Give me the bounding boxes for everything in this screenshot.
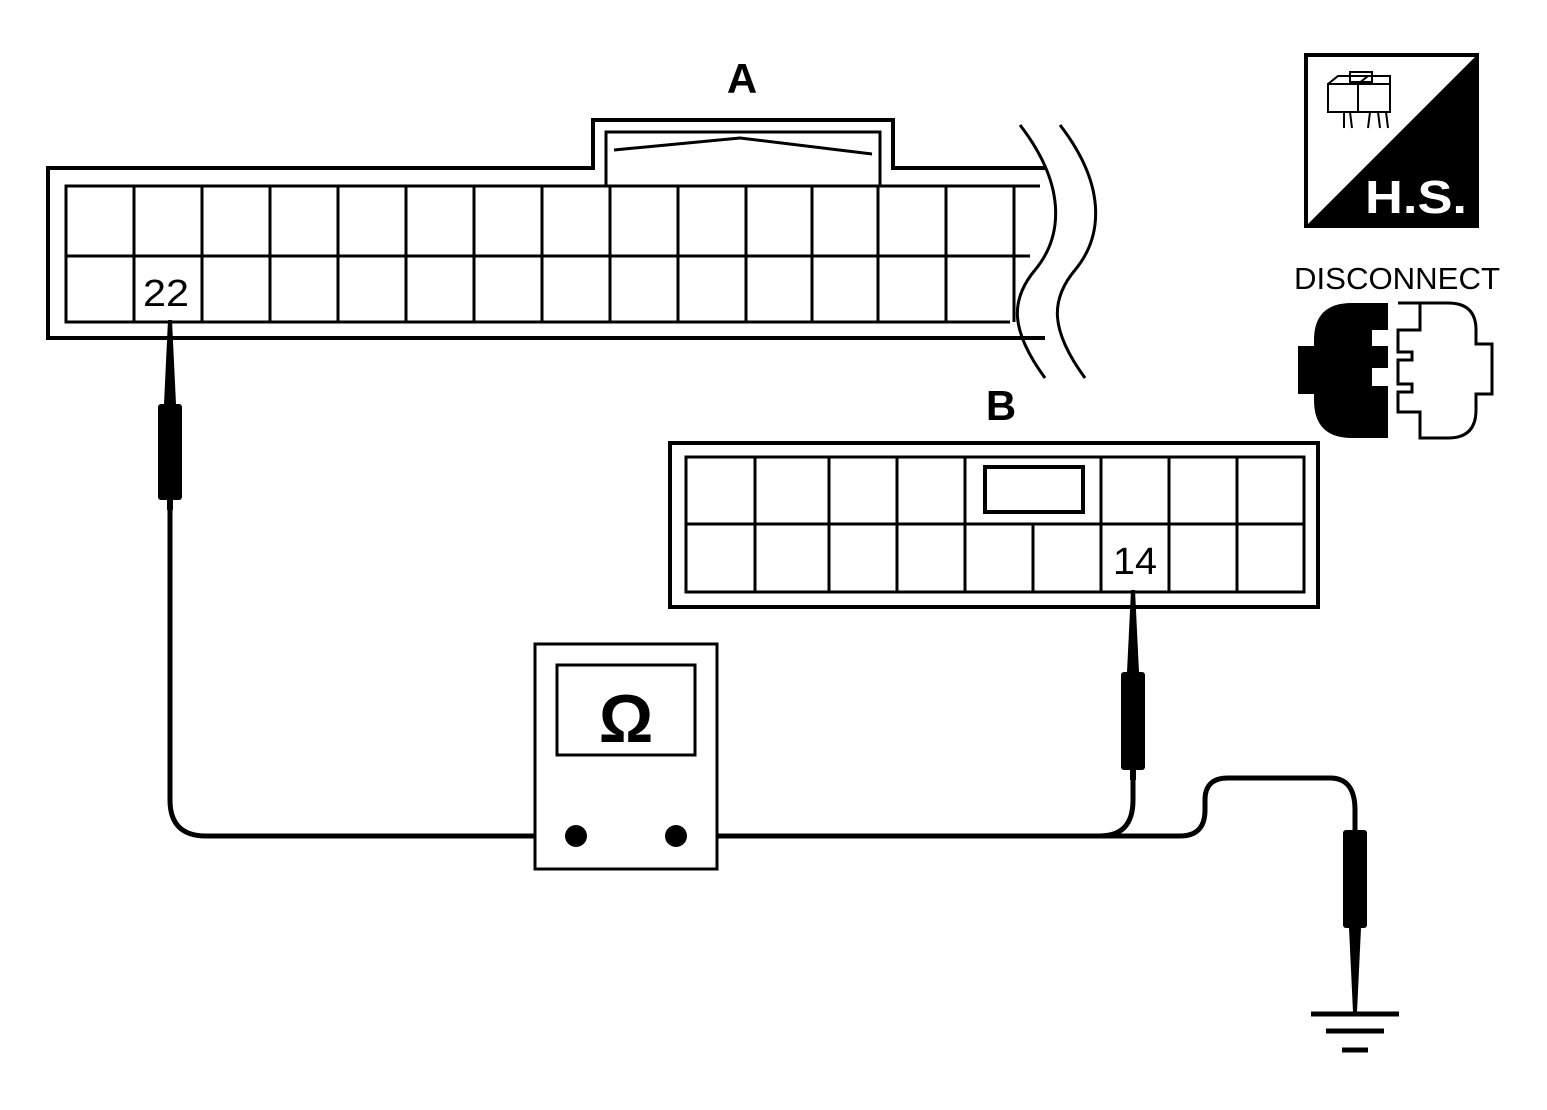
- ohmmeter-terminal-negative: [565, 825, 587, 847]
- connector-b-lock-slot: [983, 465, 1085, 514]
- disconnect-label: DISCONNECT: [1294, 261, 1500, 296]
- ohmmeter-display: [555, 663, 697, 757]
- ground-symbol: [1311, 1011, 1399, 1053]
- connector-a: [46, 118, 1098, 379]
- lead-to-terminal-14: [673, 775, 1136, 839]
- ohm-symbol: Ω: [599, 681, 654, 757]
- test-probe-b: [1121, 590, 1145, 780]
- connector-b-terminal-14-label: 14: [1113, 541, 1157, 583]
- connector-a-terminal-22-label: 22: [143, 273, 189, 315]
- ohmmeter-terminal-positive: [665, 825, 687, 847]
- harness-connector-icon: [1327, 71, 1391, 129]
- lead-to-terminal-22: [167, 505, 579, 839]
- lead-to-ground: [1097, 775, 1358, 839]
- harness-side-badge: [1304, 53, 1479, 228]
- connector-b: [668, 441, 1320, 609]
- disconnect-icon: [1298, 301, 1494, 440]
- ohmmeter: [533, 642, 719, 871]
- connector-a-break-symbol: [1015, 124, 1098, 379]
- harness-side-text: H.S.: [1365, 171, 1467, 223]
- disconnect-plug-black: [1298, 303, 1388, 438]
- connector-b-label: B: [986, 382, 1016, 429]
- test-probe-a: [158, 320, 182, 510]
- disconnect-receptacle-white: [1396, 301, 1494, 440]
- connector-a-label: A: [727, 55, 757, 102]
- connector-a-latch: [604, 130, 882, 188]
- test-leads: [167, 505, 1358, 839]
- test-probe-ground: [1343, 830, 1367, 1012]
